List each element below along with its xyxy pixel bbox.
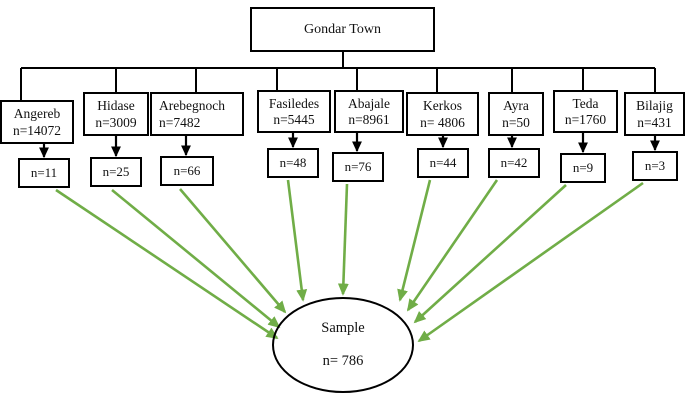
sample-size-angereb: n=11 <box>30 164 58 180</box>
root-label: Gondar Town <box>304 21 381 37</box>
sample-size-box-ayra: n=42 <box>488 148 540 178</box>
sample-size-box-hidase: n=25 <box>90 157 142 187</box>
kebele-box-ayra: Ayra n=50 <box>488 92 544 136</box>
kebele-box-abajale: Abajale n=8961 <box>334 90 404 133</box>
sample-label: Sample <box>321 320 365 336</box>
sample-contribution-arrows <box>55 179 644 343</box>
kebele-population-bilajig: n=431 <box>637 114 672 130</box>
kebele-population-angereb: n=14072 <box>12 122 62 138</box>
sample-ellipse: Sample n= 786 <box>272 297 414 393</box>
kebele-name-kerkos: Kerkos <box>423 98 462 114</box>
sample-size-box-abajale: n=76 <box>332 152 384 182</box>
kebele-population-fasiledes: n=5445 <box>273 112 315 127</box>
sample-size-teda: n=9 <box>572 159 594 175</box>
kebele-population-hidase: n=3009 <box>95 114 137 130</box>
kebele-population-kerkos: n= 4806 <box>420 114 465 130</box>
green-arrow-fasiledes <box>286 179 308 302</box>
kebele-population-abajale: n=8961 <box>348 112 390 127</box>
kebele-population-arebegnoch: n=7482 <box>159 114 201 130</box>
kebele-box-hidase: Hidase n=3009 <box>83 92 149 136</box>
sample-size-kerkos: n=44 <box>429 154 457 170</box>
kebele-population-teda: n=1760 <box>564 112 607 127</box>
sample-size-box-teda: n=9 <box>560 153 606 183</box>
kebele-population-ayra: n=50 <box>502 114 530 130</box>
sample-size-abajale: n=76 <box>344 158 372 174</box>
sample-size-bilajig: n=3 <box>644 157 666 173</box>
kebele-to-sample-size-arrows <box>38 132 661 159</box>
kebele-box-kerkos: Kerkos n= 4806 <box>406 92 479 136</box>
green-arrow-teda <box>413 184 567 324</box>
sample-size-ayra: n=42 <box>500 154 528 170</box>
sample-size-box-fasiledes: n=48 <box>267 148 319 178</box>
sample-count: n= 786 <box>322 353 364 369</box>
root-box-gondar-town: Gondar Town <box>250 7 435 52</box>
green-arrow-abajale <box>337 183 349 296</box>
green-arrow-hidase <box>111 188 281 329</box>
sample-size-box-kerkos: n=44 <box>417 148 469 178</box>
green-arrow-kerkos <box>397 179 432 302</box>
sample-size-fasiledes: n=48 <box>279 154 307 170</box>
kebele-name-teda: Teda <box>572 95 599 111</box>
kebele-box-fasiledes: Fasiledes n=5445 <box>257 90 331 133</box>
green-arrow-arebegnoch <box>179 188 287 314</box>
kebele-box-bilajig: Bilajig n=431 <box>624 92 685 136</box>
kebele-name-angereb: Angereb <box>13 106 61 122</box>
sample-size-box-bilajig: n=3 <box>632 151 678 181</box>
green-arrow-ayra <box>406 179 499 312</box>
kebele-box-angereb: Angereb n=14072 <box>0 100 74 144</box>
kebele-name-abajale: Abajale <box>348 95 390 111</box>
kebele-name-ayra: Ayra <box>503 98 529 114</box>
kebele-box-arebegnoch: Arebegnoch n=7482 <box>150 92 244 136</box>
kebele-name-fasiledes: Fasiledes <box>268 95 320 111</box>
green-arrow-bilajig <box>417 181 644 343</box>
sample-size-box-angereb: n=11 <box>18 158 70 188</box>
kebele-name-hidase: Hidase <box>97 98 135 114</box>
sample-size-arebegnoch: n=66 <box>173 162 201 178</box>
kebele-box-teda: Teda n=1760 <box>553 90 618 133</box>
green-arrow-angereb <box>55 188 279 340</box>
kebele-name-bilajig: Bilajig <box>636 98 673 114</box>
kebele-name-arebegnoch: Arebegnoch <box>159 98 225 114</box>
tree-connectors <box>20 52 656 100</box>
sample-size-box-arebegnoch: n=66 <box>160 156 214 186</box>
sample-size-hidase: n=25 <box>102 163 130 179</box>
